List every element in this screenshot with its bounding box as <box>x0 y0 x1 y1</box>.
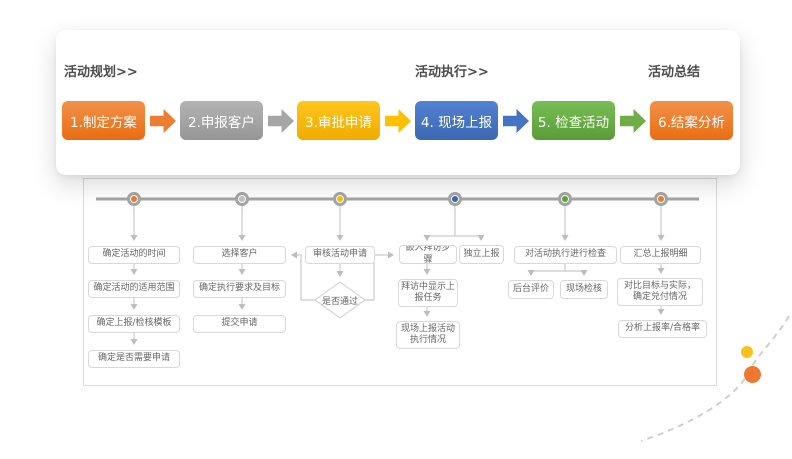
step-box-1-make-plan: 1.制定方案 <box>62 101 145 140</box>
flow-box-check-execution: 对活动执行进行检查 <box>514 246 617 264</box>
flow-box-submit-application: 提交申请 <box>193 315 286 333</box>
flow-box-backend-evaluation: 后台评价 <box>508 280 554 299</box>
step-label-5: 5. 检查活动 <box>537 114 610 131</box>
step-label-6: 6.结案分析 <box>658 114 725 131</box>
step-box-5-check-activity: 5. 检查活动 <box>532 101 615 140</box>
flow-box-analyze-rates: 分析上报率/合格率 <box>618 320 707 338</box>
step-arrow-2-icon <box>268 109 294 133</box>
step-arrow-3-icon <box>385 109 411 133</box>
process-stage-card: 活动规划>> 活动执行>> 活动总结 1.制定方案 2.申报客户 3.审批申请 … <box>56 30 740 175</box>
stage-label-summary: 活动总结 <box>648 65 701 80</box>
step-box-2-declare-customer: 2.申报客户 <box>180 101 263 140</box>
timeline-dot-3 <box>333 192 347 206</box>
step-label-1: 1.制定方案 <box>70 114 137 131</box>
decision-label-approved: 是否通过 <box>321 296 358 307</box>
step-arrow-4-icon <box>503 109 529 133</box>
decorative-orange-dot <box>744 366 761 383</box>
step-label-2: 2.申报客户 <box>188 114 255 131</box>
flow-box-onsite-inspection: 现场检核 <box>560 280 608 299</box>
timeline-dot-4 <box>448 192 462 206</box>
decorative-yellow-dot <box>741 346 753 358</box>
flow-box-onsite-report-status: 现场上报活动执行情况 <box>396 321 460 349</box>
flow-box-summarize-details: 汇总上报明细 <box>620 246 701 264</box>
timeline-dot-2 <box>235 192 249 206</box>
step-box-4-onsite-report: 4. 现场上报 <box>415 101 498 140</box>
flow-box-compare-target: 对比目标与实际，确定兑付情况 <box>617 278 703 306</box>
flow-box-independent-report: 独立上报 <box>459 245 504 264</box>
step-arrow-5-icon <box>620 109 646 133</box>
flow-box-define-template: 确定上报/检核模板 <box>88 315 180 333</box>
step-arrow-1-icon <box>150 109 176 133</box>
stage-label-planning: 活动规划>> <box>64 65 138 80</box>
flow-box-need-apply: 确定是否需要申请 <box>88 350 180 368</box>
step-box-3-approve-request: 3.审批申请 <box>297 101 380 140</box>
flow-box-exec-requirements: 确定执行要求及目标 <box>193 280 286 298</box>
timeline-dot-5 <box>558 192 572 206</box>
flow-box-show-report-task: 拜访中显示上报任务 <box>398 279 458 307</box>
step-box-6-closing-analysis: 6.结案分析 <box>650 101 733 140</box>
stage-label-execution: 活动执行>> <box>415 65 489 80</box>
timeline-dot-6 <box>654 192 668 206</box>
flow-box-review-application: 审核活动申请 <box>305 246 375 264</box>
flow-box-select-customer: 选择客户 <box>193 246 286 264</box>
flow-box-define-scope: 确定活动的适用范围 <box>88 280 180 298</box>
flow-box-embed-visit-steps: 嵌入拜访步骤 <box>399 245 457 264</box>
flow-box-define-time: 确定活动的时间 <box>88 246 180 264</box>
step-label-3: 3.审批申请 <box>305 114 372 131</box>
timeline-dot-1 <box>127 192 141 206</box>
step-label-4: 4. 现场上报 <box>420 114 493 131</box>
